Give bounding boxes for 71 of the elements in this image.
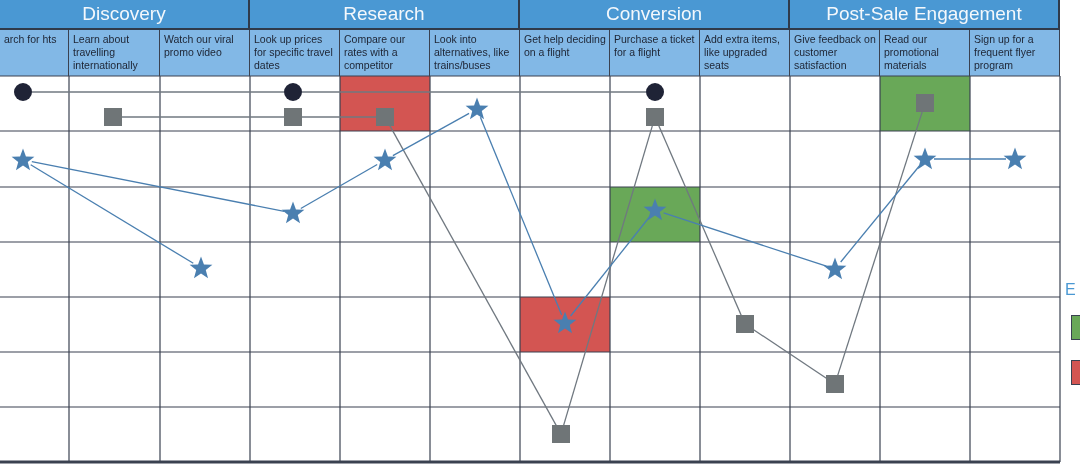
- connector-line: [301, 91, 647, 93]
- connector-line: [31, 161, 285, 212]
- connector-line: [569, 216, 651, 317]
- step-text: Get help deciding on a flight: [524, 33, 606, 58]
- connector-line: [933, 158, 1007, 160]
- step-text: Learn about travelling internationally: [73, 33, 138, 71]
- step-text: Look into alternatives, like trains/buses: [434, 33, 510, 71]
- stage-title: Discovery: [82, 3, 166, 25]
- star-marker: [465, 97, 489, 121]
- square-marker: [826, 375, 844, 393]
- connector-line: [301, 116, 377, 118]
- step-header: [250, 30, 340, 76]
- stage-title: Post-Sale Engagement: [826, 3, 1022, 25]
- connector-line: [837, 110, 923, 377]
- step-header: [160, 30, 250, 76]
- legend-heading: E: [1065, 281, 1076, 298]
- star-marker: [281, 201, 305, 225]
- star-marker: [1003, 147, 1027, 171]
- connector-line: [662, 212, 828, 267]
- step-header: [610, 30, 700, 76]
- stage-header: [250, 0, 520, 30]
- step-text: Look up prices for specific travel dates: [254, 33, 333, 71]
- step-header: [0, 30, 69, 76]
- step-text: Give feedback on customer satisfaction: [794, 33, 876, 71]
- star-marker: [189, 256, 213, 280]
- step-text: Purchase a ticket for a flight: [614, 33, 695, 58]
- step-text: Compare our rates with a competitor: [344, 33, 406, 71]
- square-marker: [104, 108, 122, 126]
- connector-line: [30, 164, 194, 264]
- connector-line: [121, 116, 285, 118]
- star-marker: [643, 198, 667, 222]
- star-marker: [11, 148, 35, 172]
- star-marker: [823, 257, 847, 281]
- step-text: Add extra items, like upgraded seats: [704, 33, 780, 71]
- step-header: [970, 30, 1060, 76]
- step-header: [430, 30, 520, 76]
- step-text: Read our promotional materials: [884, 33, 939, 71]
- stage-title: Conversion: [605, 3, 703, 25]
- square-marker: [284, 108, 302, 126]
- stage-title: Research: [343, 3, 425, 25]
- connector-line: [388, 124, 558, 427]
- connector-line: [751, 328, 829, 380]
- stage-header: [0, 0, 250, 30]
- step-text: arch for hts: [4, 33, 57, 45]
- step-header: [340, 30, 430, 76]
- connector-line: [392, 112, 470, 157]
- square-marker: [376, 108, 394, 126]
- step-text: Sign up for a frequent flyer program: [974, 33, 1036, 71]
- connector-line: [840, 165, 920, 263]
- square-marker: [916, 94, 934, 112]
- stage-header: [520, 0, 790, 30]
- step-header: [880, 30, 970, 76]
- connector-line: [657, 124, 743, 317]
- connector-line: [479, 116, 563, 316]
- star-marker: [373, 148, 397, 172]
- connector-line: [562, 124, 654, 427]
- connector-line: [31, 91, 285, 93]
- star-marker: [553, 311, 577, 335]
- stage-header: [790, 0, 1060, 30]
- step-header: [520, 30, 610, 76]
- circle-marker: [646, 83, 664, 101]
- square-marker: [552, 425, 570, 443]
- step-text: Watch our viral promo video: [164, 33, 234, 58]
- star-marker: [913, 147, 937, 171]
- square-marker: [646, 108, 664, 126]
- circle-marker: [284, 83, 302, 101]
- connector-line: [300, 163, 378, 210]
- circle-marker: [14, 83, 32, 101]
- step-header: [69, 30, 160, 76]
- step-header: [700, 30, 790, 76]
- square-marker: [736, 315, 754, 333]
